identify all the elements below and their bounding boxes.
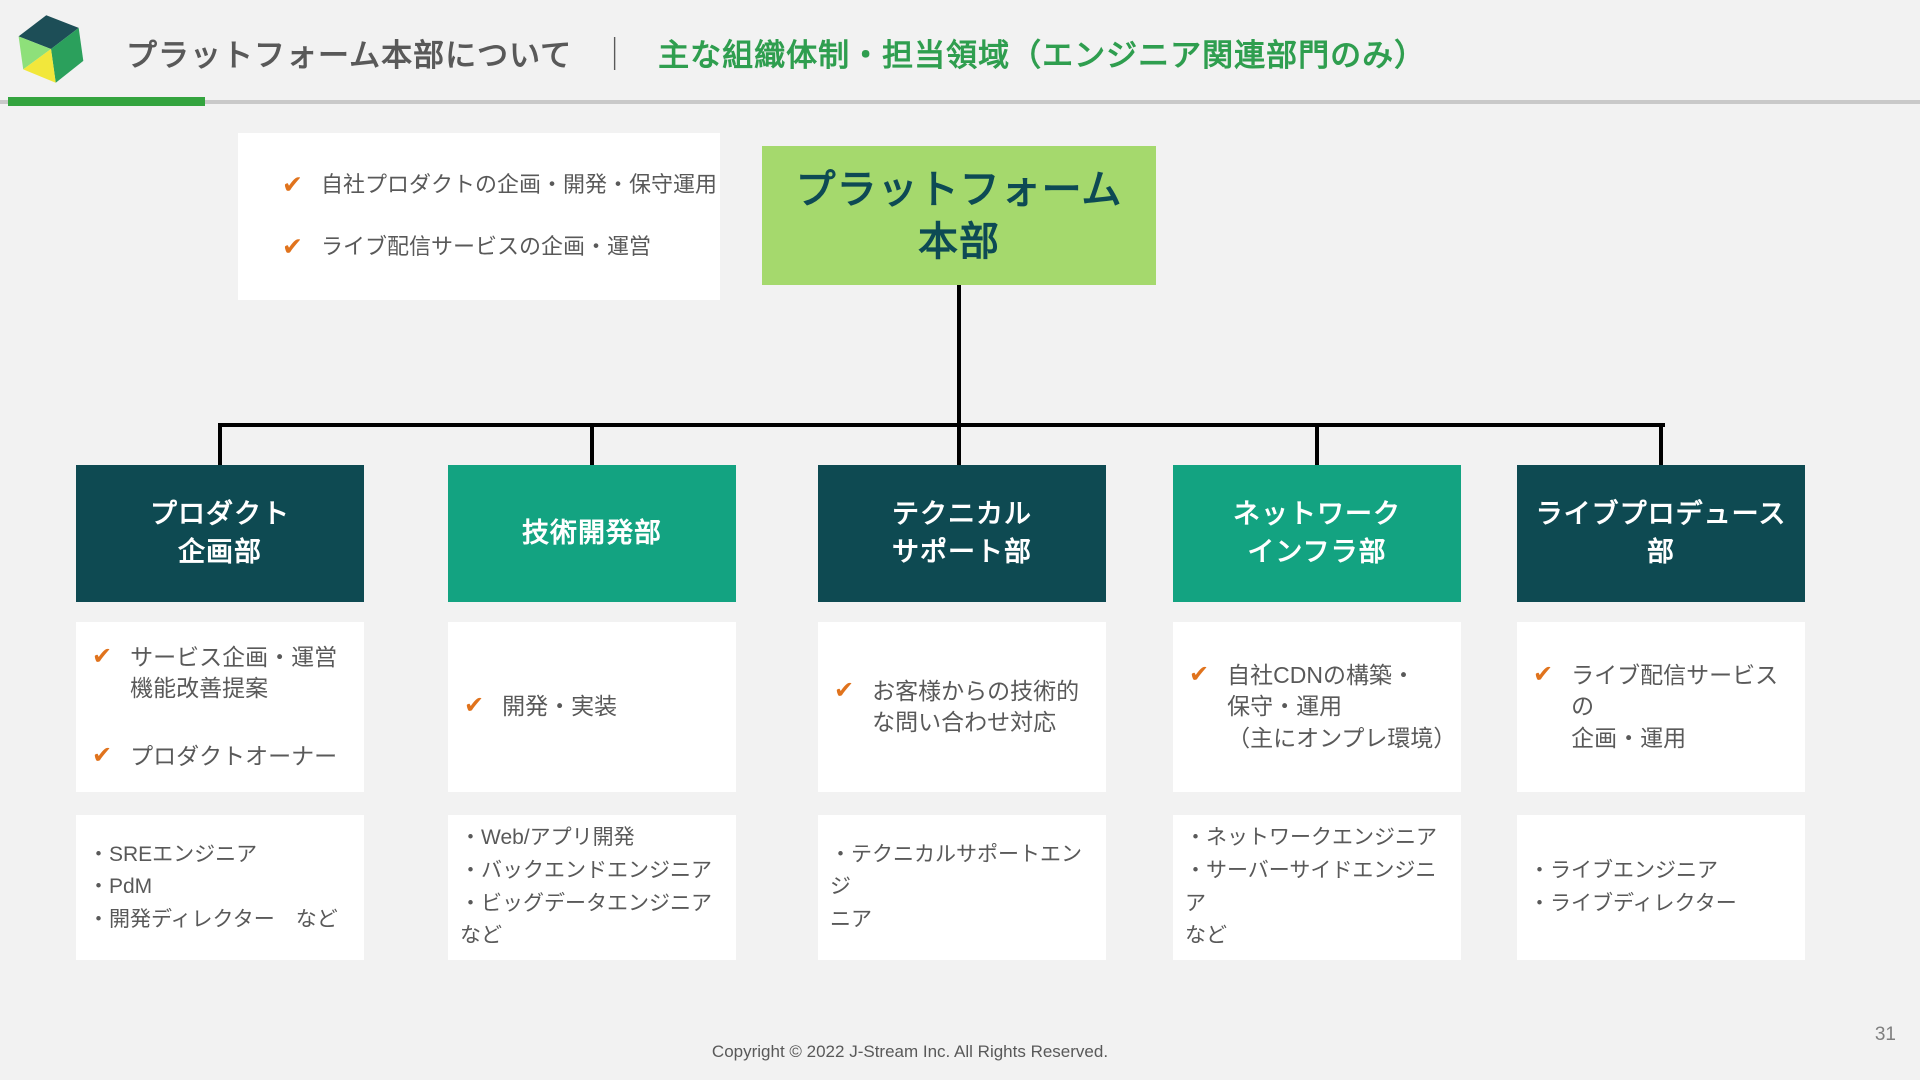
duty-text: お客様からの技術的 な問い合わせ対応 [872,677,1080,735]
dept-name: ライブプロデュース 部 [1535,498,1787,567]
dept-duties-box: ✔ 開発・実装 [448,622,736,792]
overview-item: ✔ ライブ配信サービスの企画・運営 [282,232,720,263]
org-column-network-infra: ネットワーク インフラ部 ✔ 自社CDNの構築・ 保守・運用 （主にオンプレ環境… [1173,465,1461,965]
dept-roles-box: ・ネットワークエンジニア ・サーバーサイドエンジニア など [1173,815,1461,960]
dept-name: テクニカル サポート部 [892,498,1032,567]
division-overview-box: ✔ 自社プロダクトの企画・開発・保守運用 ✔ ライブ配信サービスの企画・運営 [238,133,720,300]
header-rule-accent [8,97,205,106]
j-stream-cube-logo-icon [18,15,84,83]
header-rule [0,100,1920,104]
connector-drop-line [1315,425,1319,465]
duty-item: ✔ ライブ配信サービスの 企画・運用 [1533,660,1795,753]
page-number: 31 [1874,1024,1896,1045]
connector-drop-line [218,425,222,465]
dept-duties-box: ✔ ライブ配信サービスの 企画・運用 [1517,622,1805,792]
duty-text: プロダクトオーナー [130,742,338,769]
org-column-tech-development: 技術開発部 ✔ 開発・実装 ・Web/アプリ開発 ・バックエンドエンジニア ・ビ… [448,465,736,965]
dept-duties-box: ✔ サービス企画・運営 機能改善提案 ✔ プロダクトオーナー [76,622,364,792]
title-separator: ｜ [598,36,633,73]
org-column-product-planning: プロダクト 企画部 ✔ サービス企画・運営 機能改善提案 ✔ プロダクトオーナー… [76,465,364,965]
dept-roles-box: ・テクニカルサポートエンジ ニア [818,815,1106,960]
connector-trunk-line [957,285,961,465]
title-topic-label: 主な組織体制・担当領域（エンジニア関連部門のみ） [658,37,1427,73]
dept-duties-box: ✔ 自社CDNの構築・ 保守・運用 （主にオンプレ環境） [1173,622,1461,792]
roles-text: ・テクニカルサポートエンジ ニア [830,842,1082,931]
dept-duties-box: ✔ お客様からの技術的 な問い合わせ対応 [818,622,1106,792]
overview-item-text: ライブ配信サービスの企画・運営 [320,233,651,259]
slide-title: プラットフォーム本部について ｜ 主な組織体制・担当領域（エンジニア関連部門のみ… [126,22,1426,82]
roles-text: ・Web/アプリ開発 ・バックエンドエンジニア ・ビッグデータエンジニア など [460,826,712,948]
duty-text: 自社CDNの構築・ 保守・運用 （主にオンプレ環境） [1227,662,1457,751]
duty-text: ライブ配信サービスの 企画・運用 [1571,662,1779,751]
dept-name: 技術開発部 [522,517,662,548]
roles-text: ・ネットワークエンジニア ・サーバーサイドエンジニア など [1185,826,1437,948]
org-root-box: プラットフォーム 本部 [762,146,1156,285]
check-icon: ✔ [282,171,303,200]
dept-roles-box: ・SREエンジニア ・PdM ・開発ディレクター など [76,815,364,960]
connector-drop-line [590,425,594,465]
connector-drop-line [1659,425,1663,465]
check-icon: ✔ [464,692,485,720]
overview-item: ✔ 自社プロダクトの企画・開発・保守運用 [282,170,720,201]
duty-text: サービス企画・運営 機能改善提案 [130,644,338,702]
check-icon: ✔ [1533,661,1554,689]
dept-box-network-infra: ネットワーク インフラ部 [1173,465,1461,602]
check-icon: ✔ [282,232,303,261]
duty-item: ✔ 自社CDNの構築・ 保守・運用 （主にオンプレ環境） [1189,660,1457,753]
dept-box-product-planning: プロダクト 企画部 [76,465,364,602]
dept-name: プロダクト 企画部 [150,498,290,567]
overview-item-text: 自社プロダクトの企画・開発・保守運用 [320,172,717,198]
check-icon: ✔ [92,741,113,769]
dept-box-tech-development: 技術開発部 [448,465,736,602]
duty-text: 開発・実装 [502,693,618,720]
duty-item: ✔ 開発・実装 [464,691,726,722]
dept-name: ネットワーク インフラ部 [1233,498,1401,567]
check-icon: ✔ [834,676,855,704]
org-root-label: プラットフォーム 本部 [795,167,1123,264]
check-icon: ✔ [92,643,113,671]
title-section-label: プラットフォーム本部について [126,37,573,73]
duty-item: ✔ サービス企画・運営 機能改善提案 [92,642,354,704]
roles-text: ・ライブエンジニア ・ライブディレクター [1529,858,1737,915]
org-column-technical-support: テクニカル サポート部 ✔ お客様からの技術的 な問い合わせ対応 ・テクニカルサ… [818,465,1106,965]
org-column-live-produce: ライブプロデュース 部 ✔ ライブ配信サービスの 企画・運用 ・ライブエンジニア… [1517,465,1805,965]
dept-roles-box: ・ライブエンジニア ・ライブディレクター [1517,815,1805,960]
check-icon: ✔ [1189,661,1210,689]
connector-horizontal-line [218,423,1665,427]
dept-box-live-produce: ライブプロデュース 部 [1517,465,1805,602]
roles-text: ・SREエンジニア ・PdM ・開発ディレクター など [88,842,338,931]
duty-item: ✔ お客様からの技術的 な問い合わせ対応 [834,676,1096,738]
copyright-text: Copyright © 2022 J-Stream Inc. All Right… [711,1042,1109,1061]
dept-roles-box: ・Web/アプリ開発 ・バックエンドエンジニア ・ビッグデータエンジニア など [448,815,736,960]
dept-box-technical-support: テクニカル サポート部 [818,465,1106,602]
duty-item: ✔ プロダクトオーナー [92,741,354,772]
